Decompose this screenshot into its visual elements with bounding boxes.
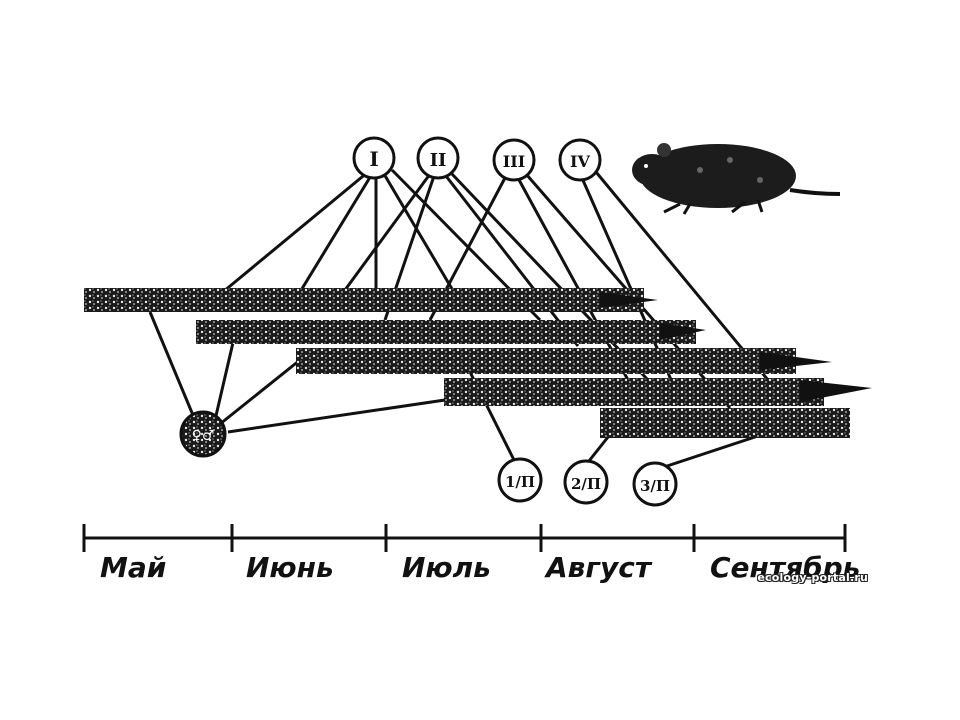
svg-text:IV: IV [570,152,590,171]
generation-marker-3: III [492,138,536,182]
generation-bars [84,288,872,438]
svg-text:♀♂: ♀♂ [192,428,215,444]
bar-generation-1 [84,288,644,312]
month-axis [82,524,847,552]
bar-generation-2 [196,320,696,344]
vole-icon [632,143,841,215]
svg-text:I: I [369,147,378,171]
month-label-august: Август [544,551,653,584]
svg-text:II: II [430,150,447,171]
month-label-july: Июль [402,551,491,584]
month-label-september: Сентябрь [710,551,860,584]
svg-text:2/П: 2/П [571,475,601,493]
parent-marker: ♀♂ [179,410,227,458]
generation-marker-1: I [352,136,396,180]
bar-generation-4-tail [800,380,872,402]
generation-marker-2: II [416,136,460,180]
bar-generation-4 [444,378,824,406]
month-label-june: Июнь [246,551,334,584]
svg-text:1/П: 1/П [505,473,535,491]
bar-generation-3 [296,348,796,374]
brood-marker-1: 1/П [497,457,543,503]
bar-generation-2-tail [660,323,706,340]
svg-text:3/П: 3/П [640,477,670,495]
generation-marker-4: IV [558,138,602,182]
bar-generation-3-tail [760,352,832,370]
brood-marker-2: 2/П [563,459,609,505]
svg-text:III: III [503,152,525,171]
bar-generation-5 [600,408,850,438]
month-label-may: Май [100,551,166,584]
watermark: ecology-portal.ru [757,571,868,584]
bar-generation-1-tail [600,292,658,308]
brood-marker-3: 3/П [632,461,678,507]
